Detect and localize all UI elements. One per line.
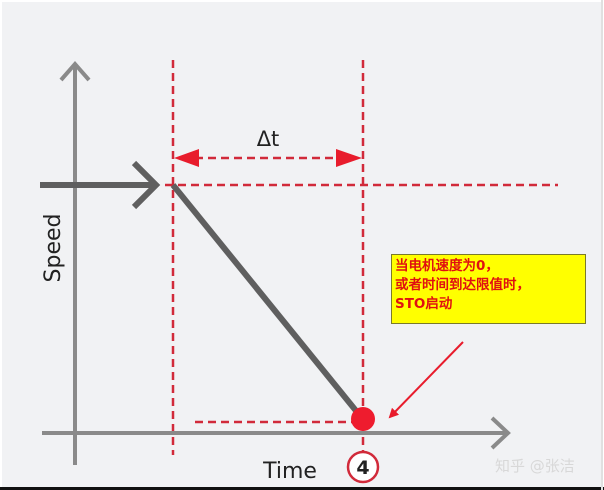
callout-pointer-arrow-icon	[388, 341, 464, 419]
axes	[42, 60, 511, 465]
speed-profile	[40, 160, 360, 414]
y-axis-label: Speed	[41, 214, 66, 283]
delta-t-right-arrowhead-icon	[336, 149, 362, 167]
watermark: 知乎 @张洁	[495, 457, 575, 475]
x-axis-arrow-icon	[490, 416, 511, 450]
sto-callout-box: 当电机速度为0， 或者时间到达限值时， STO启动	[391, 254, 586, 324]
dashed-guides	[165, 60, 558, 455]
stop-point-marker	[351, 407, 375, 431]
callout-line-3: STO启动	[395, 296, 453, 312]
step-marker-number: 4	[356, 457, 369, 479]
delta-t-left-arrowhead-icon	[174, 149, 199, 167]
step-marker-circle	[346, 450, 380, 484]
x-axis-label: Time	[262, 459, 317, 484]
speed-ramp-down-segment	[170, 183, 360, 414]
callout-line-2: 或者时间到达限值时，	[395, 277, 530, 293]
delta-t-label: Δt	[257, 127, 280, 151]
speed-arrowhead-icon	[131, 160, 161, 210]
callout-line-1: 当电机速度为0，	[395, 258, 499, 274]
y-axis-arrow-icon	[59, 60, 91, 82]
